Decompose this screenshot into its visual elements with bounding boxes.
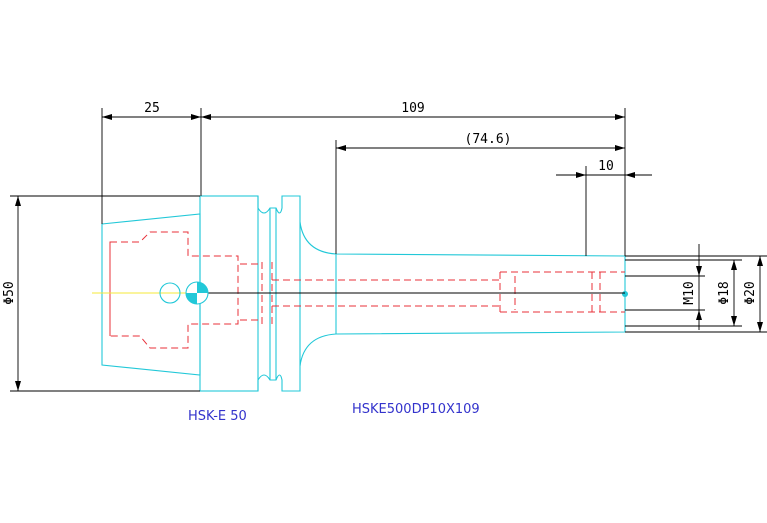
center-axis (92, 281, 625, 305)
dim-shank-diameter: Φ20 (743, 281, 758, 304)
hidden-lines (109, 231, 625, 349)
dim-bore-depth: 10 (598, 159, 614, 174)
dim-thread: M10 (682, 281, 697, 304)
dim-bore-diameter: Φ18 (717, 281, 732, 304)
dim-flange-diameter: Φ50 (2, 281, 17, 304)
part-number-label: HSKE500DP10X109 (352, 402, 480, 417)
dim-flange-width: 25 (144, 101, 160, 116)
dim-total-length: 109 (401, 101, 424, 116)
interface-label: HSK-E 50 (188, 409, 247, 424)
bolt-hole (159, 282, 181, 304)
axis-end-point (622, 291, 628, 297)
dim-shank-length: (74.6) (465, 132, 512, 147)
dimension-lines (10, 108, 767, 392)
